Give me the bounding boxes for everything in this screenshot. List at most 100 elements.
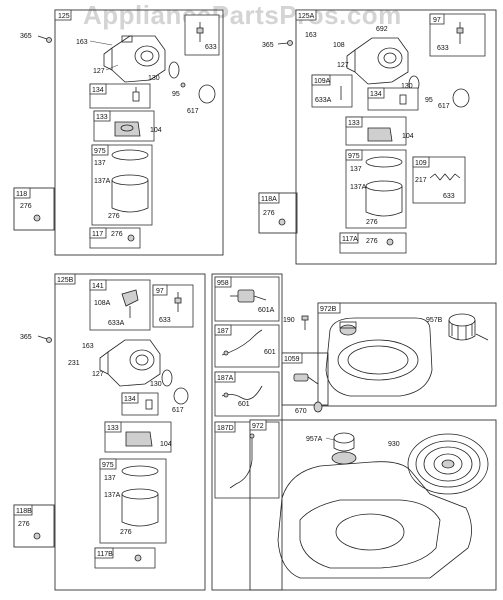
- fuel-line-column: 958 601A 187 601 187A 601 187D: [211, 273, 283, 591]
- label-117a: 117A: [342, 236, 358, 243]
- screw-95: [180, 82, 186, 88]
- assembly-125-title: 125: [58, 13, 70, 20]
- screw-365: [277, 40, 293, 46]
- assembly-972-title-box: [249, 419, 267, 431]
- assembly-125a-title: 125A: [298, 13, 315, 20]
- sub-975-title-box: [91, 144, 109, 156]
- sub-117b-title-box: [94, 547, 114, 559]
- assembly-125b: 125B 141 108A 633A 97 633 365 163 231 12…: [20, 273, 206, 591]
- assembly-125-frame: [54, 9, 224, 256]
- assembly-972b-title: 972B: [320, 306, 337, 313]
- label-231: 231: [68, 360, 80, 367]
- label-137: 137: [94, 160, 106, 167]
- spring-217: [429, 173, 461, 181]
- sub-109-title-box: [412, 156, 430, 168]
- label-617: 617: [172, 407, 184, 414]
- assembly-125a: 125A 365 163 108 692 97 633 127 109A 633…: [262, 9, 497, 265]
- fuel-line-187: [221, 329, 263, 356]
- label-930: 930: [388, 441, 400, 448]
- float-bowl: [111, 149, 149, 213]
- valve-134: [145, 399, 153, 410]
- float-bowl: [121, 465, 159, 527]
- assembly-118a-title-box: [258, 192, 280, 204]
- bolt-276: [278, 218, 286, 226]
- gasket-130: [161, 369, 173, 387]
- carburetor-body: [103, 35, 166, 83]
- carburetor-body: [346, 37, 409, 85]
- needle-633: [456, 22, 464, 44]
- assembly-125b-title-box: [54, 273, 76, 285]
- label-276: 276: [108, 213, 120, 220]
- label-117b: 117B: [97, 551, 113, 558]
- assembly-972-title: 972: [252, 423, 264, 430]
- assembly-118-title-box: [13, 187, 31, 199]
- label-137: 137: [104, 475, 116, 482]
- assembly-118b: 118B 276: [13, 504, 55, 548]
- label-276: 276: [366, 219, 378, 226]
- sub-975-title-box: [99, 458, 117, 470]
- label-957b: 957B: [426, 317, 443, 324]
- label-633b: 633: [443, 193, 455, 200]
- bolt-276: [386, 238, 394, 246]
- float-133: [367, 127, 393, 142]
- needle-633: [196, 22, 204, 42]
- assembly-118b-title: 118B: [16, 508, 32, 515]
- sub-133-title-box: [93, 110, 111, 122]
- sub-97-box: [152, 284, 194, 328]
- label-633: 633: [437, 45, 449, 52]
- sub-975-box: [91, 144, 153, 226]
- assembly-1059: 1059: [281, 352, 329, 406]
- assembly-118-title: 118: [16, 191, 27, 198]
- label-276: 276: [18, 521, 30, 528]
- assembly-125-title-box: [54, 9, 72, 21]
- assembly-125a-frame: [295, 9, 497, 265]
- assembly-958-title: 958: [217, 280, 229, 287]
- sub-134-box: [89, 83, 151, 109]
- bolt-276: [134, 554, 142, 562]
- assembly-1059-frame: [281, 352, 329, 406]
- sub-109a-title-box: [311, 74, 331, 86]
- sub-134-title-box: [367, 87, 385, 99]
- assembly-118b-frame: [13, 504, 55, 548]
- assembly-187-title: 187: [217, 328, 229, 335]
- label-133: 133: [96, 114, 108, 121]
- screw-365: [37, 35, 52, 43]
- label-137a: 137A: [104, 492, 121, 499]
- label-95: 95: [425, 97, 433, 104]
- gasket-617: [173, 387, 189, 405]
- needle-633: [174, 292, 182, 312]
- sub-187-title-box: [214, 324, 232, 336]
- label-130: 130: [148, 75, 160, 82]
- sub-133-title-box: [345, 116, 363, 128]
- carburetor-body: [99, 339, 161, 387]
- label-104: 104: [402, 133, 414, 140]
- float-133: [114, 121, 141, 137]
- watermark: AppliancePartsPros.com: [83, 0, 402, 30]
- assembly-118a: 118A 276: [258, 192, 298, 234]
- label-109a: 109A: [314, 78, 331, 85]
- gasket-130: [168, 61, 180, 79]
- label-975: 975: [348, 153, 360, 160]
- label-276b: 276: [111, 231, 123, 238]
- washer-670: [313, 401, 323, 413]
- sub-187d-title-box: [214, 421, 236, 433]
- label-137a: 137A: [350, 184, 367, 191]
- fuel-line-187a: [221, 385, 263, 400]
- fuel-tank-972b: [325, 317, 433, 397]
- sub-975-box: [99, 458, 167, 544]
- label-134: 134: [124, 396, 136, 403]
- float-bowl: [365, 156, 403, 217]
- lever-141: [121, 289, 139, 318]
- label-163: 163: [76, 39, 88, 46]
- label-365: 365: [20, 334, 32, 341]
- label-141: 141: [92, 283, 104, 290]
- label-190: 190: [283, 317, 295, 324]
- assembly-972b: 972B 957B: [317, 302, 497, 407]
- label-134: 134: [92, 87, 104, 94]
- label-104: 104: [160, 441, 172, 448]
- bolt-276: [33, 214, 41, 222]
- label-692: 692: [376, 26, 388, 33]
- screw-365: [37, 335, 52, 343]
- assembly-118-frame: [13, 187, 55, 231]
- label-633a: 633A: [315, 97, 332, 104]
